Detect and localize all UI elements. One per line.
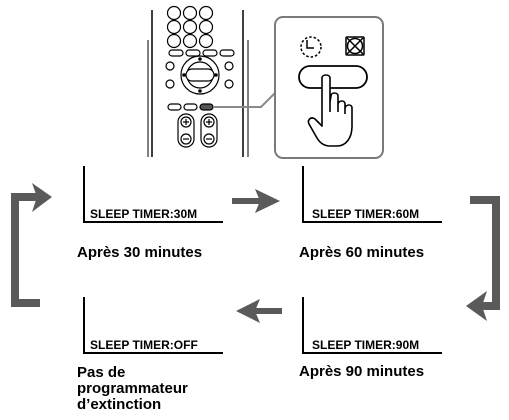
- sleep-timer-display-60: SLEEP TIMER:60M: [312, 207, 420, 221]
- caption-off-line-2: programmateur: [77, 380, 188, 397]
- sleep-button-enlarged: [298, 65, 368, 89]
- sleep-timer-display-90: SLEEP TIMER:90M: [312, 338, 420, 352]
- remote-body: [147, 10, 249, 157]
- function-buttons-row: [168, 49, 235, 57]
- caption-off-line-1: Pas de: [77, 364, 126, 381]
- arrow-head-left-bracket: [32, 183, 52, 212]
- sleep-timer-display-30: SLEEP TIMER:30M: [90, 207, 198, 221]
- caption-off-line-3: d’extinction: [77, 396, 162, 413]
- mute-x-icon: [345, 36, 365, 56]
- rocker-buttons: [177, 113, 218, 148]
- sleep-timer-display-off: SLEEP TIMER:OFF: [90, 338, 198, 352]
- return-bracket-right: [470, 196, 500, 310]
- pointing-hand-icon: [307, 74, 353, 147]
- return-bracket-left: [11, 193, 40, 307]
- caption-90: Après 90 minutes: [299, 363, 425, 380]
- leader-line: [213, 91, 277, 108]
- arrow-90-to-off: [236, 299, 282, 323]
- caption-30: Après 30 minutes: [77, 244, 203, 261]
- sleep-clock-icon: [300, 36, 322, 58]
- arrow-head-right-bracket: [466, 291, 487, 321]
- caption-60: Après 60 minutes: [299, 244, 425, 261]
- lower-buttons-row: [167, 103, 214, 111]
- number-keypad: [166, 5, 214, 49]
- navigation-pad: [165, 55, 234, 95]
- arrow-30-to-60: [232, 189, 280, 213]
